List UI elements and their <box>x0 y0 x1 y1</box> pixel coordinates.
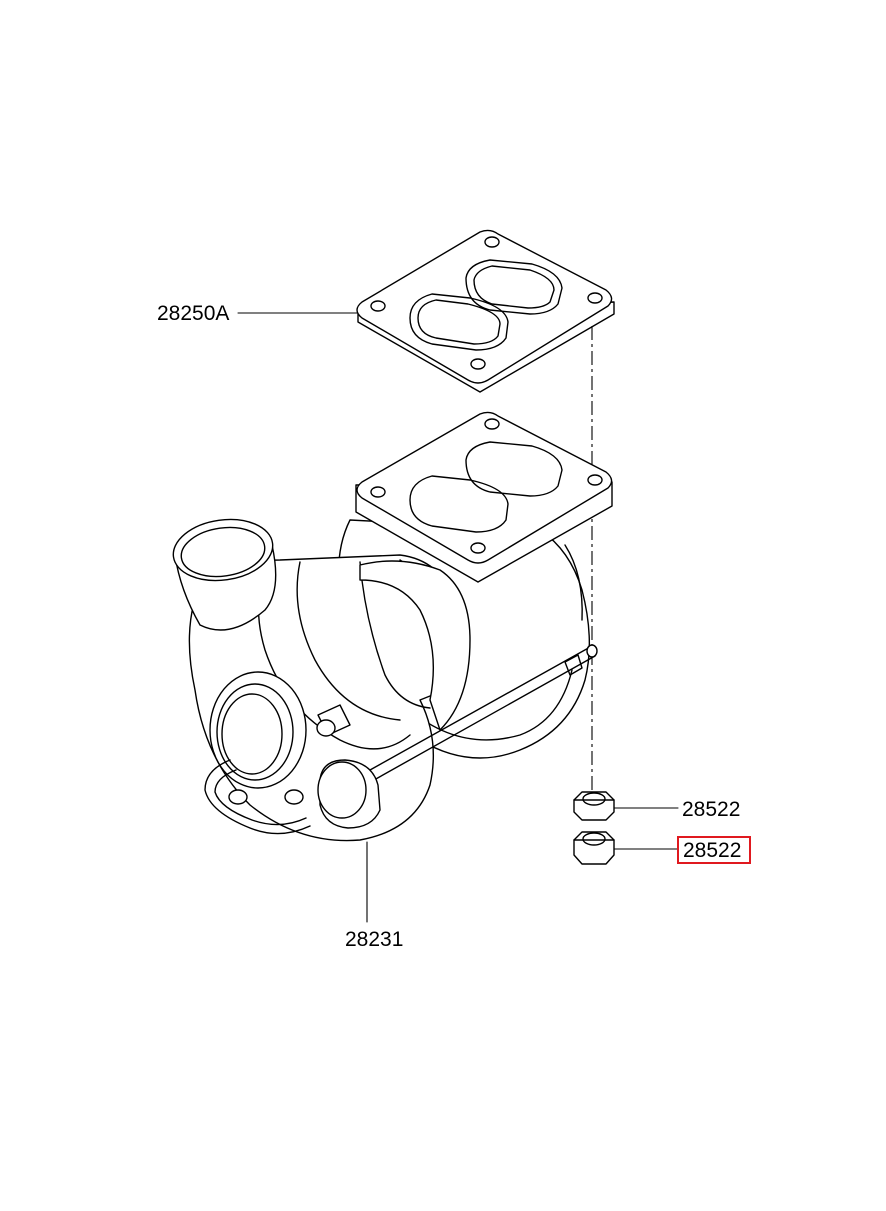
highlight-box <box>677 836 751 864</box>
label-nut-upper[interactable]: 28522 <box>682 798 740 821</box>
turbocharger-drawing[interactable] <box>169 411 613 842</box>
label-gasket[interactable]: 28250A <box>157 302 229 325</box>
label-nut-lower[interactable]: 28522 <box>683 839 741 862</box>
label-turbocharger[interactable]: 28231 <box>345 928 403 951</box>
gasket-drawing[interactable] <box>356 229 615 393</box>
nut-lower-drawing[interactable] <box>573 831 615 865</box>
nut-upper-drawing[interactable] <box>573 791 615 821</box>
